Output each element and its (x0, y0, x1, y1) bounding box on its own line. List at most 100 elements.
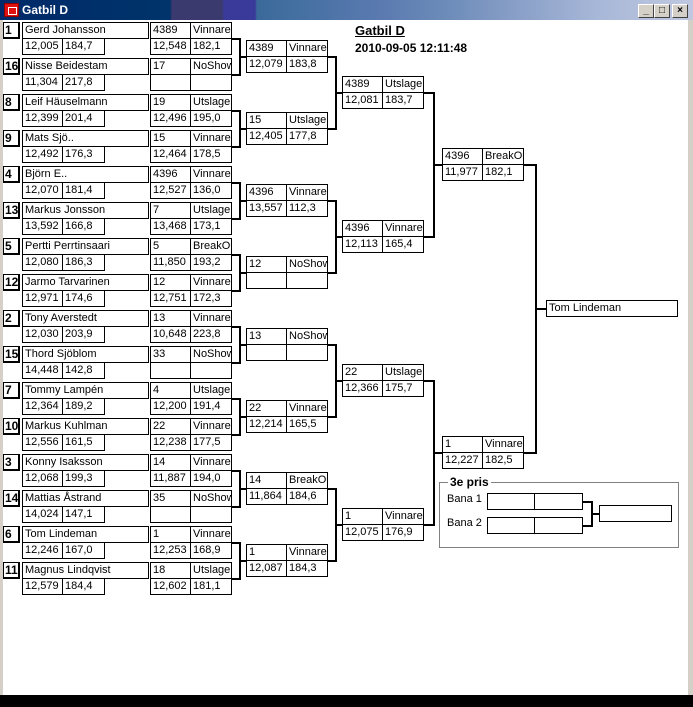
match-speed[interactable]: 172,3 (190, 290, 232, 307)
player-speed[interactable]: 186,3 (62, 254, 105, 271)
match-time[interactable] (246, 272, 287, 289)
match-time[interactable]: 13,468 (150, 218, 191, 235)
player-time[interactable]: 12,070 (22, 182, 63, 199)
match-speed[interactable]: 181,1 (190, 578, 232, 595)
match-number[interactable]: 13 (246, 328, 287, 345)
player-speed[interactable]: 189,2 (62, 398, 105, 415)
match-status[interactable]: NoShow (190, 346, 232, 363)
match-number[interactable]: 22 (150, 418, 191, 435)
match-time[interactable]: 12,238 (150, 434, 191, 451)
match-time[interactable]: 12,113 (342, 236, 383, 253)
match-status[interactable]: Utslagen (382, 364, 424, 381)
match-time[interactable]: 12,602 (150, 578, 191, 595)
player-speed[interactable]: 181,4 (62, 182, 105, 199)
match-number[interactable]: 22 (342, 364, 383, 381)
player-name[interactable]: Leif Häuselmann (22, 94, 149, 111)
player-name[interactable]: Magnus Lindqvist (22, 562, 149, 579)
match-status[interactable]: Vinnare (382, 220, 424, 237)
match-number[interactable]: 1 (442, 436, 483, 453)
player-time[interactable]: 12,068 (22, 470, 63, 487)
match-number[interactable]: 1 (246, 544, 287, 561)
player-time[interactable]: 12,556 (22, 434, 63, 451)
player-name[interactable]: Jarmo Tarvarinen (22, 274, 149, 291)
player-speed[interactable]: 201,4 (62, 110, 105, 127)
maximize-button[interactable]: □ (654, 4, 670, 18)
match-speed[interactable] (190, 362, 232, 379)
player-time[interactable]: 12,579 (22, 578, 63, 595)
player-name[interactable]: Tony Averstedt (22, 310, 149, 327)
player-name[interactable]: Mats Sjö.. (22, 130, 149, 147)
match-time[interactable]: 11,850 (150, 254, 191, 271)
player-speed[interactable]: 184,4 (62, 578, 105, 595)
player-time[interactable]: 12,030 (22, 326, 63, 343)
player-time[interactable]: 14,024 (22, 506, 63, 523)
close-button[interactable]: × (672, 4, 688, 18)
match-status[interactable]: Vinnare (286, 40, 328, 57)
match-number[interactable]: 4396 (442, 148, 483, 165)
match-status[interactable]: Utslagen (286, 112, 328, 129)
match-speed[interactable]: 177,5 (190, 434, 232, 451)
match-speed[interactable]: 178,5 (190, 146, 232, 163)
match-status[interactable]: Utslagen (190, 382, 232, 399)
match-time[interactable] (150, 506, 191, 523)
player-name[interactable]: Gerd Johansson (22, 22, 149, 39)
match-status[interactable]: BreakOut (482, 148, 524, 165)
match-time[interactable]: 10,648 (150, 326, 191, 343)
match-status[interactable]: NoShow (286, 328, 328, 345)
match-time[interactable]: 12,253 (150, 542, 191, 559)
match-time[interactable]: 12,227 (442, 452, 483, 469)
player-speed[interactable]: 203,9 (62, 326, 105, 343)
match-speed[interactable]: 112,3 (286, 200, 328, 217)
match-speed[interactable]: 175,7 (382, 380, 424, 397)
match-speed[interactable]: 177,8 (286, 128, 328, 145)
match-number[interactable]: 19 (150, 94, 191, 111)
match-number[interactable]: 12 (150, 274, 191, 291)
match-speed[interactable]: 182,5 (482, 452, 524, 469)
final-winner[interactable]: Tom Lindeman (546, 300, 678, 317)
player-time[interactable]: 14,448 (22, 362, 63, 379)
player-speed[interactable]: 147,1 (62, 506, 105, 523)
match-speed[interactable]: 193,2 (190, 254, 232, 271)
match-time[interactable]: 12,366 (342, 380, 383, 397)
match-status[interactable]: Vinnare (482, 436, 524, 453)
match-status[interactable]: Vinnare (286, 544, 328, 561)
player-time[interactable]: 12,246 (22, 542, 63, 559)
match-number[interactable]: 14 (150, 454, 191, 471)
player-time[interactable]: 12,399 (22, 110, 63, 127)
minimize-button[interactable]: _ (638, 4, 654, 18)
player-name[interactable]: Konny Isaksson (22, 454, 149, 471)
player-time[interactable]: 12,005 (22, 38, 63, 55)
match-number[interactable]: 13 (150, 310, 191, 327)
third-lane2-num[interactable] (487, 517, 535, 534)
match-status[interactable]: Vinnare (190, 166, 232, 183)
match-speed[interactable] (286, 344, 328, 361)
match-number[interactable]: 17 (150, 58, 191, 75)
match-time[interactable]: 12,200 (150, 398, 191, 415)
match-number[interactable]: 4396 (246, 184, 287, 201)
third-lane2-status[interactable] (534, 517, 583, 534)
match-speed[interactable]: 182,1 (190, 38, 232, 55)
match-status[interactable]: Vinnare (286, 184, 328, 201)
match-status[interactable]: NoShow (190, 58, 232, 75)
match-time[interactable]: 12,464 (150, 146, 191, 163)
match-number[interactable]: 7 (150, 202, 191, 219)
player-speed[interactable]: 142,8 (62, 362, 105, 379)
third-lane1-num[interactable] (487, 493, 535, 510)
match-number[interactable]: 35 (150, 490, 191, 507)
match-speed[interactable]: 182,1 (482, 164, 524, 181)
match-speed[interactable]: 184,3 (286, 560, 328, 577)
match-status[interactable]: NoShow (286, 256, 328, 273)
third-place-winner[interactable] (599, 505, 672, 522)
match-time[interactable]: 12,075 (342, 524, 383, 541)
match-speed[interactable]: 168,9 (190, 542, 232, 559)
match-speed[interactable]: 165,4 (382, 236, 424, 253)
player-speed[interactable]: 174,6 (62, 290, 105, 307)
player-time[interactable]: 11,304 (22, 74, 63, 91)
player-speed[interactable]: 176,3 (62, 146, 105, 163)
match-time[interactable]: 12,527 (150, 182, 191, 199)
match-speed[interactable]: 194,0 (190, 470, 232, 487)
match-speed[interactable] (190, 506, 232, 523)
player-speed[interactable]: 199,3 (62, 470, 105, 487)
match-time[interactable]: 12,548 (150, 38, 191, 55)
match-number[interactable]: 14 (246, 472, 287, 489)
